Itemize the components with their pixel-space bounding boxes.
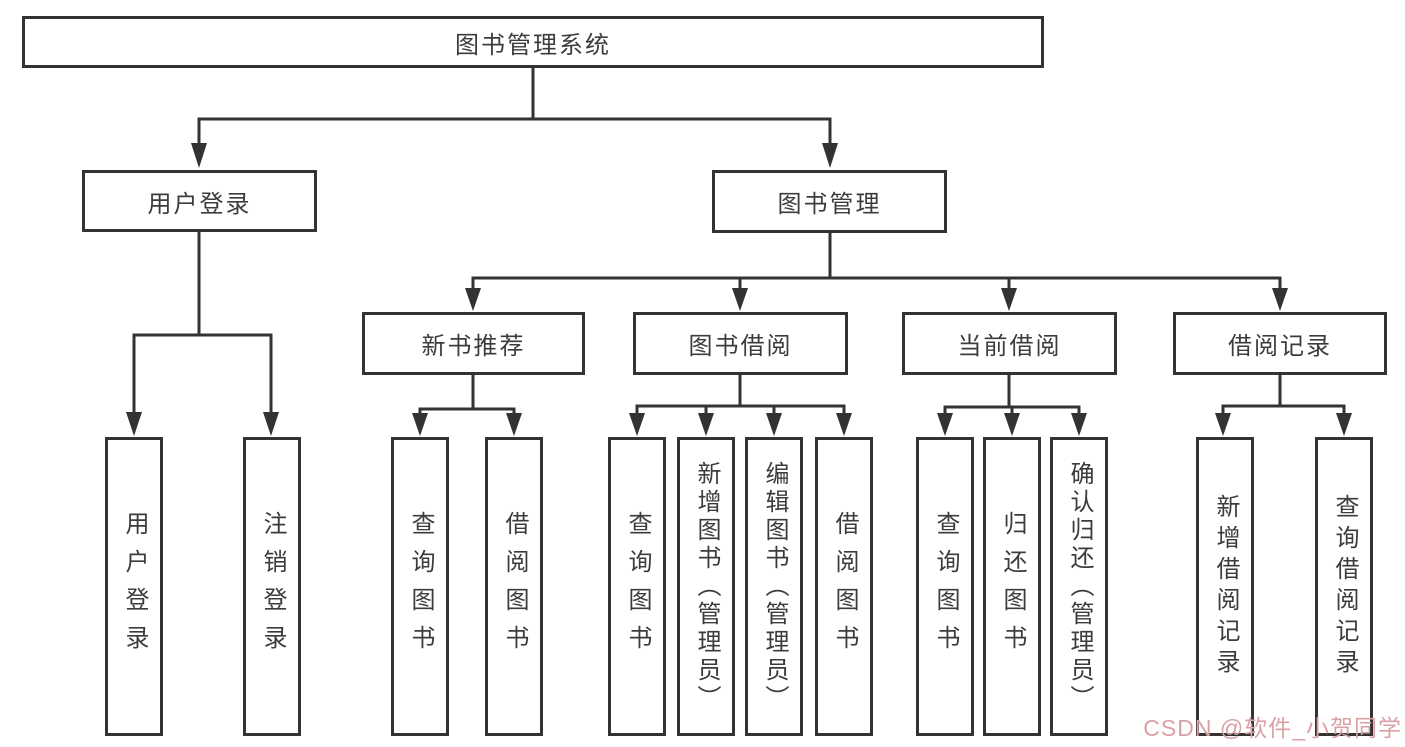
leaf-borrow-books-recommend: 借阅图书 (485, 437, 543, 736)
node-book-borrowing: 图书借阅 (633, 312, 848, 375)
leaf-add-borrow-record: 新增借阅记录 (1196, 437, 1254, 736)
leaf-query-books-borrowing: 查询图书 (608, 437, 666, 736)
node-new-book-recommendation: 新书推荐 (362, 312, 585, 375)
leaf-return-book: 归还图书 (983, 437, 1041, 736)
csdn-watermark: CSDN @软件_小贺同学 (1143, 715, 1402, 741)
node-label: 借阅记录 (1228, 333, 1332, 360)
leaf-confirm-return-admin: 确认归还（管理员） (1050, 437, 1108, 736)
node-user-login: 用户登录 (82, 170, 317, 232)
leaf-logout: 注销登录 (243, 437, 301, 736)
leaf-query-books-recommend: 查询图书 (391, 437, 449, 736)
node-borrowing-records: 借阅记录 (1173, 312, 1387, 375)
node-current-borrowing: 当前借阅 (902, 312, 1117, 375)
leaf-query-books-current: 查询图书 (916, 437, 974, 736)
node-label: 图书管理系统 (455, 31, 611, 59)
node-book-management: 图书管理 (712, 170, 947, 233)
leaf-user-login: 用户登录 (105, 437, 163, 736)
node-label: 用户登录 (147, 190, 252, 218)
node-label: 图书借阅 (688, 333, 793, 360)
node-label: 当前借阅 (957, 333, 1062, 360)
node-label: 图书管理 (777, 191, 882, 218)
leaf-add-book-admin: 新增图书（管理员） (677, 437, 735, 736)
arrowhead-icons (126, 143, 1352, 436)
leaf-edit-book-admin: 编辑图书（管理员） (745, 437, 803, 736)
leaf-query-borrow-record: 查询借阅记录 (1315, 437, 1373, 736)
leaf-borrow-books-borrowing: 借阅图书 (815, 437, 873, 736)
node-label: 新书推荐 (421, 333, 526, 360)
node-library-management-system: 图书管理系统 (22, 16, 1044, 68)
